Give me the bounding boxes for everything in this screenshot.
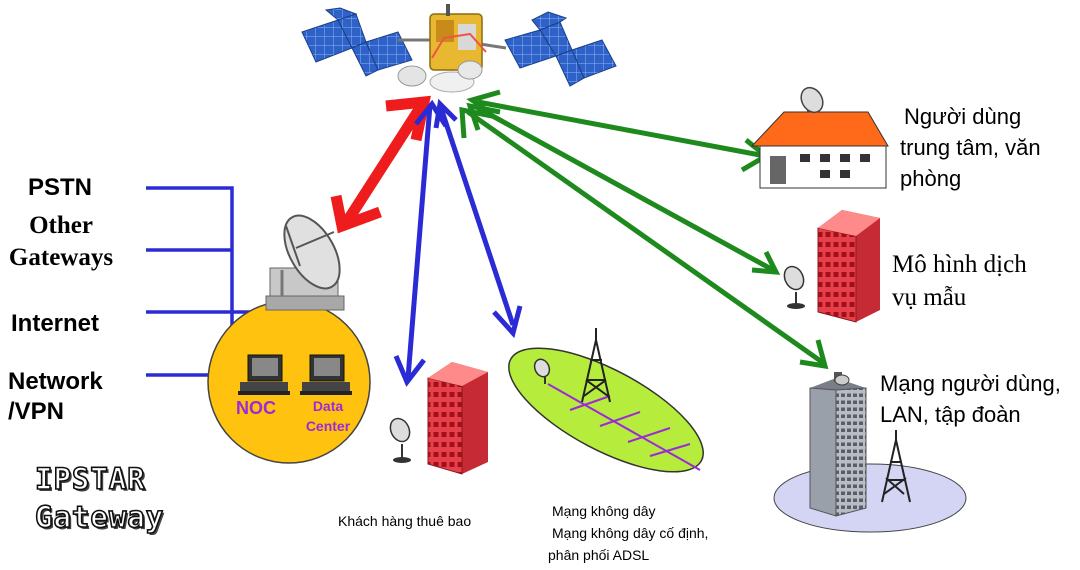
noc-computer-icon xyxy=(238,354,290,395)
datacenter-computer-icon xyxy=(300,354,352,395)
sample-service-label: Mô hình dịch vụ mẫu xyxy=(892,251,1027,311)
gateway-title-line2: Gateway xyxy=(34,499,165,535)
label-pstn: PSTN xyxy=(28,174,93,201)
enterprise-area xyxy=(773,463,967,533)
enterprise-lan-label: Mạng người dùng, LAN, tập đoàn xyxy=(880,371,1061,427)
noc-label: NOC xyxy=(236,398,276,418)
wireless-radio-tower-icon xyxy=(581,328,611,403)
label-network-vpn: Network /VPN xyxy=(8,368,103,425)
gateway-title: IPSTAR Gateway xyxy=(34,460,165,536)
office-users-label: Người dùng trung tâm, văn phòng xyxy=(900,104,1041,191)
gateway-title-line1: IPSTAR xyxy=(34,461,146,497)
subscriber-label: Khách hàng thuê bao xyxy=(338,513,472,529)
wireless-grid-lines xyxy=(547,383,701,471)
wireless-label: Mạng không dây Mạng không dây cố định, p… xyxy=(548,503,709,563)
enterprise-radio-tower-icon xyxy=(881,430,911,503)
enterprise-tower-icon xyxy=(809,372,867,517)
wireless-dish-icon xyxy=(533,358,551,384)
satellite-icon xyxy=(301,4,617,93)
label-other-gateways: Other Gateways xyxy=(8,212,114,271)
service-building-icon xyxy=(783,210,880,323)
gateway-dish-icon xyxy=(265,214,345,311)
label-internet: Internet xyxy=(11,310,100,337)
green-links xyxy=(459,89,829,370)
subscriber-building-icon xyxy=(389,362,488,475)
blue-links xyxy=(393,98,523,387)
red-uplink xyxy=(330,95,431,234)
wireless-area xyxy=(508,347,704,473)
datacenter-label: Data Center xyxy=(305,398,351,434)
office-building-icon xyxy=(750,86,889,189)
